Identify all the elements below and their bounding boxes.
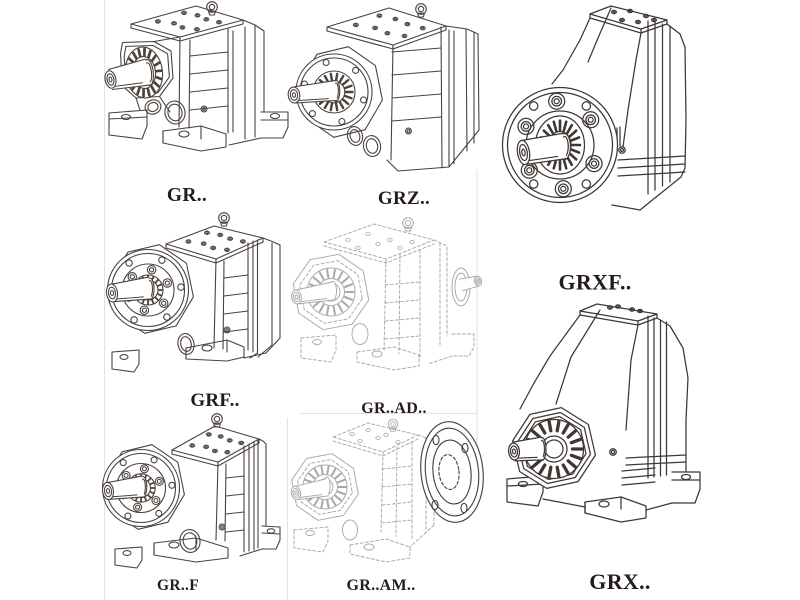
svg-text:GR..AD..: GR..AD.. (361, 400, 427, 417)
svg-text:GRF..: GRF.. (190, 390, 239, 411)
svg-text:GR..F: GR..F (157, 577, 199, 594)
svg-text:GR..: GR.. (167, 185, 207, 206)
svg-text:GRZ..: GRZ.. (378, 188, 430, 209)
svg-text:GRX..: GRX.. (589, 569, 650, 594)
svg-text:GRXF..: GRXF.. (558, 270, 631, 295)
svg-text:GR..AM..: GR..AM.. (346, 577, 415, 594)
